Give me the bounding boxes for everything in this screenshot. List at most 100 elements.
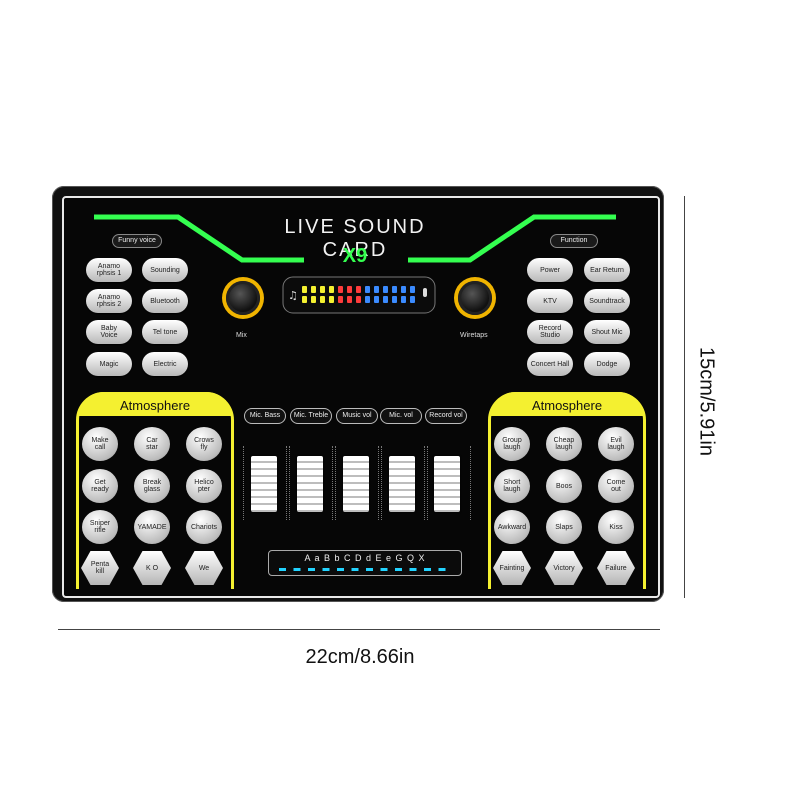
meter-segment [365, 286, 370, 293]
function-button[interactable]: KTV [527, 289, 573, 313]
meter-segment [365, 296, 370, 303]
width-dimension-label: 22cm/8.66in [305, 646, 415, 668]
funny-voice-button[interactable]: Baby Voice [86, 320, 132, 344]
atmosphere-button[interactable]: Sniper rifle [82, 510, 118, 544]
atmosphere-button[interactable]: Helico pter [186, 469, 222, 503]
fader-label-mic-vol: Mic. vol [380, 408, 422, 424]
function-label: Function [550, 234, 598, 248]
meter-segment [383, 286, 388, 293]
fader-slot [243, 446, 287, 520]
device-title: LIVE SOUND CARD [284, 216, 426, 261]
atmosphere-button[interactable]: Penta kill [81, 551, 119, 585]
mic-treble-fader[interactable] [297, 456, 323, 512]
meter-segment [356, 286, 361, 293]
funny-voice-button[interactable]: Tel tone [142, 320, 188, 344]
meter-segment [338, 286, 343, 293]
meter-segment [401, 296, 406, 303]
wiretaps-knob[interactable] [458, 281, 492, 315]
microphone-icon [423, 288, 427, 297]
atmosphere-button[interactable]: Come out [598, 469, 634, 503]
mix-knob[interactable] [226, 281, 260, 315]
key-strip: A a B b C D d E e G Q X [268, 550, 462, 576]
meter-segment [401, 286, 406, 293]
meter-segment [356, 296, 361, 303]
key-indicator [380, 568, 388, 571]
width-dimension-line [58, 629, 660, 630]
atmosphere-button[interactable]: Evil laugh [598, 427, 634, 461]
atmosphere-button[interactable]: Short laugh [494, 469, 530, 503]
atmosphere-button[interactable]: Slaps [546, 510, 582, 544]
key-indicator [409, 568, 417, 571]
key-indicator [438, 568, 446, 571]
meter-segment [347, 286, 352, 293]
key-indicator [366, 568, 373, 571]
atmosphere-button[interactable]: Crows fly [186, 427, 222, 461]
function-button[interactable]: Shout Mic [584, 320, 630, 344]
atmosphere-button[interactable]: We [185, 551, 223, 585]
funny-voice-button[interactable]: Magic [86, 352, 132, 376]
fader-slot [427, 446, 471, 520]
atmosphere-left-title: Atmosphere [79, 392, 231, 416]
function-button[interactable]: Ear Return [584, 258, 630, 282]
atmosphere-button[interactable]: K O [133, 551, 171, 585]
atmosphere-button[interactable]: Car star [134, 427, 170, 461]
meter-segment [302, 286, 307, 293]
meter-segment [374, 296, 379, 303]
level-meter-display: ♫ [282, 276, 436, 314]
atmosphere-button[interactable]: YAMADE [134, 510, 170, 544]
key-strip-indicators [279, 568, 446, 571]
funny-voice-button[interactable]: Anamo rphsis 2 [86, 289, 132, 313]
fader-slot [335, 446, 379, 520]
music-vol-fader[interactable] [343, 456, 369, 512]
fader-label-mic-treble: Mic. Treble [290, 408, 332, 424]
function-button[interactable]: Power [527, 258, 573, 282]
function-button[interactable]: Concert Hall [527, 352, 573, 376]
meter-segment [410, 286, 415, 293]
meter-segment [302, 296, 307, 303]
key-indicator [308, 568, 315, 571]
function-button[interactable]: Dodge [584, 352, 630, 376]
fader-label-music-vol: Music vol [336, 408, 378, 424]
meter-segment [320, 286, 325, 293]
meter-segment [311, 286, 316, 293]
funny-voice-button[interactable]: Sounding [142, 258, 188, 282]
height-dimension-label: 15cm/5.91in [695, 347, 718, 456]
headphone-icon: ♫ [288, 289, 298, 302]
key-indicator [395, 568, 402, 571]
funny-voice-label: Funny voice [112, 234, 162, 248]
mic-vol-fader[interactable] [389, 456, 415, 512]
funny-voice-button[interactable]: Bluetooth [142, 289, 188, 313]
key-indicator [337, 568, 344, 571]
fader-label-record-vol: Record vol [425, 408, 467, 424]
atmosphere-button[interactable]: Make call [82, 427, 118, 461]
meter-segment [329, 286, 334, 293]
fader-label-mic-bass: Mic. Bass [244, 408, 286, 424]
meter-segment [392, 286, 397, 293]
atmosphere-button[interactable]: Awkward [494, 510, 530, 544]
record-vol-fader[interactable] [434, 456, 460, 512]
key-indicator [279, 568, 286, 571]
function-button[interactable]: Record Studio [527, 320, 573, 344]
function-button[interactable]: Soundtrack [584, 289, 630, 313]
meter-segment [347, 296, 352, 303]
atmosphere-button[interactable]: Group laugh [494, 427, 530, 461]
meter-segment [392, 296, 397, 303]
mic-bass-fader[interactable] [251, 456, 277, 512]
atmosphere-button[interactable]: Kiss [598, 510, 634, 544]
atmosphere-button[interactable]: Cheap laugh [546, 427, 582, 461]
wiretaps-knob-label: Wiretaps [460, 332, 488, 339]
key-indicator [322, 568, 330, 571]
funny-voice-button[interactable]: Electric [142, 352, 188, 376]
height-dimension-line [684, 196, 685, 598]
key-indicator [424, 568, 431, 571]
meter-segment [338, 296, 343, 303]
atmosphere-button[interactable]: Chariots [186, 510, 222, 544]
atmosphere-button[interactable]: Get ready [82, 469, 118, 503]
atmosphere-button[interactable]: Break glass [134, 469, 170, 503]
meter-segment [410, 296, 415, 303]
funny-voice-button[interactable]: Anamo rphsis 1 [86, 258, 132, 282]
fader-slot [289, 446, 333, 520]
device-model: X9 [342, 245, 368, 267]
key-indicator [293, 568, 301, 571]
atmosphere-button[interactable]: Boos [546, 469, 582, 503]
